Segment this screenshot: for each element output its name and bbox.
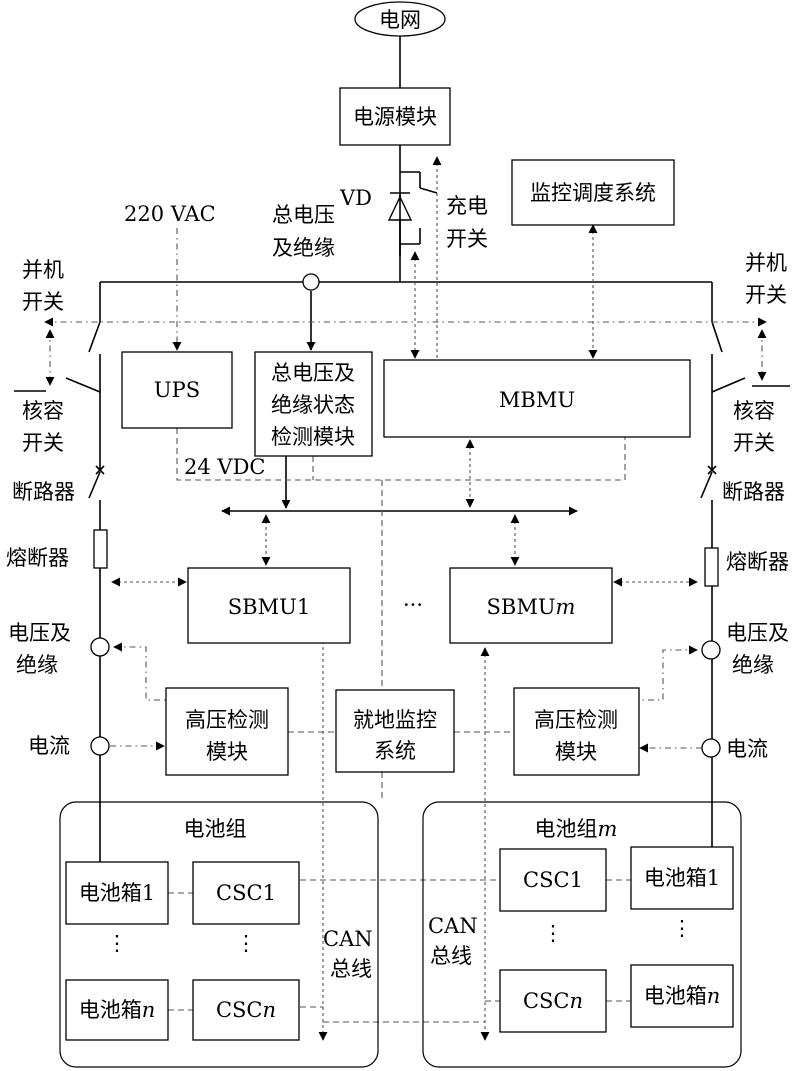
charge-switch-label-2: 开关: [446, 227, 488, 251]
sbmu1-label: SBMU1: [228, 595, 310, 619]
can-bus-label-right-2: 总线: [430, 944, 472, 968]
svg-text:CSCn: CSCn: [523, 989, 583, 1013]
battery-vertical-dots: ⋮: [107, 931, 128, 955]
svg-text:电池组m: 电池组m: [535, 817, 618, 841]
battery-box-1-label: 电池箱1: [79, 881, 155, 905]
breaker-left-label: 断路器: [12, 480, 75, 504]
voltage-sensor-right-icon: [701, 640, 721, 660]
fuse-left-label: 熔断器: [6, 546, 69, 570]
parallel-switch-right-label-1: 并机: [745, 251, 787, 275]
power-module: 电源模块: [339, 87, 451, 146]
battery-group-1-title: 电池组: [184, 817, 247, 841]
battery-box-1-m: [630, 846, 734, 910]
vdc-label: 24 VDC: [184, 455, 265, 479]
capacity-switch-right-label-2: 开关: [733, 431, 775, 455]
grid-node: 电网: [354, 1, 446, 37]
csc-n-box: [192, 979, 300, 1041]
battery-box-n-label: 电池箱: [79, 998, 142, 1022]
battery-box-1-label-m: 电池箱1: [644, 866, 720, 890]
fuse-left-icon: [93, 529, 108, 569]
csc-1-box: [192, 861, 300, 925]
ups-label: UPS: [154, 378, 200, 402]
voltage-insulation-right-label-2: 绝缘: [732, 653, 774, 677]
monitor-dispatch-system: 监控调度系统: [511, 159, 675, 226]
battery-group-m-title: 电池组: [535, 817, 598, 841]
grid-label: 电网: [379, 8, 421, 32]
csc-vertical-dots: ⋮: [236, 931, 257, 955]
fuse-right-icon: [704, 547, 719, 587]
parallel-switch-left-label-1: 并机: [22, 258, 64, 282]
local-monitor-label-2: 系统: [374, 739, 416, 763]
sbmu1-box: SBMU1: [187, 567, 351, 644]
hv-module-right-label-2: 模块: [555, 740, 597, 764]
parallel-switch-right-label-2: 开关: [745, 283, 787, 307]
csc-vertical-dots-m: ⋮: [543, 921, 564, 945]
local-monitor-system: 就地监控 系统: [335, 689, 455, 773]
csc-1-label: CSC1: [216, 881, 276, 905]
battery-group-1: 电池组 电池箱1 CSC1 ⋮ ⋮ 电池箱n CSCn: [59, 801, 379, 1068]
current-left-label: 电流: [28, 734, 70, 758]
svg-text:电池箱n: 电池箱n: [644, 984, 721, 1008]
svg-text:电池组: 电池组: [184, 817, 247, 841]
total-voltage-label-1: 总电压: [272, 203, 335, 227]
vac-label: 220 VAC: [124, 202, 216, 226]
can-bus-label-left-2: 总线: [330, 957, 372, 981]
ups-box: UPS: [121, 351, 233, 429]
battery-box-n-m: [630, 964, 734, 1028]
csc-1-label-m: CSC1: [523, 868, 583, 892]
svg-text:电池箱n: 电池箱n: [79, 998, 156, 1022]
capacity-switch-right-label-1: 核容: [733, 399, 775, 423]
can-bus-label-right-1: CAN: [428, 914, 478, 938]
sbmum-suffix: m: [556, 595, 576, 619]
battery-vertical-dots-m: ⋮: [672, 916, 693, 940]
charge-switch-label-1: 充电: [446, 194, 488, 218]
voltage-insulation-right-label-1: 电压及: [726, 621, 789, 645]
capacity-switch-left-label-2: 开关: [22, 431, 64, 455]
signal-lines: [44, 156, 767, 1041]
csc-n-box-m: [499, 969, 607, 1033]
sbmum-box: SBMUm: [449, 567, 613, 644]
hv-module-right-label-1: 高压检测: [534, 708, 618, 732]
capacity-switch-left-label-1: 核容: [22, 399, 64, 423]
sbmum-label: SBMU: [487, 595, 556, 619]
voltage-insulation-left-label-1: 电压及: [8, 621, 71, 645]
monitor-dispatch-label: 监控调度系统: [530, 181, 656, 205]
battery-group-m: 电池组m CSC1 电池箱1 ⋮ ⋮ CSCn 电池箱n: [422, 801, 742, 1068]
vd-diode-icon: [387, 171, 438, 256]
can-bus-label-left-1: CAN: [323, 927, 373, 951]
hv-module-left: 高压检测 模块: [165, 687, 289, 776]
csc-n-label-m: CSC: [523, 989, 570, 1013]
local-monitor-label-1: 就地监控: [353, 708, 437, 732]
csc-n-label: CSC: [216, 998, 263, 1022]
battery-box-n: [65, 979, 169, 1041]
mbmu-box: MBMU: [383, 359, 691, 438]
csc-1-box-m: [499, 848, 607, 912]
svg-text:CSCn: CSCn: [216, 998, 276, 1022]
current-sensor-right-icon: [701, 738, 721, 758]
power-module-label: 电源模块: [353, 105, 437, 129]
battery-box-n-label-m: 电池箱: [644, 984, 707, 1008]
breaker-right-label: 断路器: [722, 480, 785, 504]
voltage-insulation-left-label-2: 绝缘: [16, 653, 58, 677]
total-voltage-sensor-icon: [302, 273, 320, 291]
mbmu-label: MBMU: [499, 388, 575, 412]
hv-module-right: 高压检测 模块: [513, 687, 640, 776]
current-right-label: 电流: [726, 737, 768, 761]
current-sensor-left-icon: [90, 736, 110, 756]
hv-module-left-label-1: 高压检测: [185, 708, 269, 732]
fuse-right-label: 熔断器: [726, 550, 789, 574]
detect-module: 总电压及 绝缘状态 检测模块: [254, 351, 373, 457]
hv-module-left-label-2: 模块: [206, 740, 248, 764]
voltage-sensor-left-icon: [90, 637, 110, 657]
sbmu-ellipsis: ···: [403, 593, 423, 617]
battery-box-1: [65, 861, 169, 925]
parallel-switch-left-label-2: 开关: [22, 290, 64, 314]
vd-label: VD: [339, 186, 372, 210]
detect-module-label-3: 检测模块: [271, 425, 355, 449]
svg-text:SBMUm: SBMUm: [487, 595, 576, 619]
total-voltage-label-2: 及绝缘: [272, 236, 335, 260]
detect-module-label-2: 绝缘状态: [271, 393, 355, 417]
detect-module-label-1: 总电压及: [271, 361, 355, 385]
